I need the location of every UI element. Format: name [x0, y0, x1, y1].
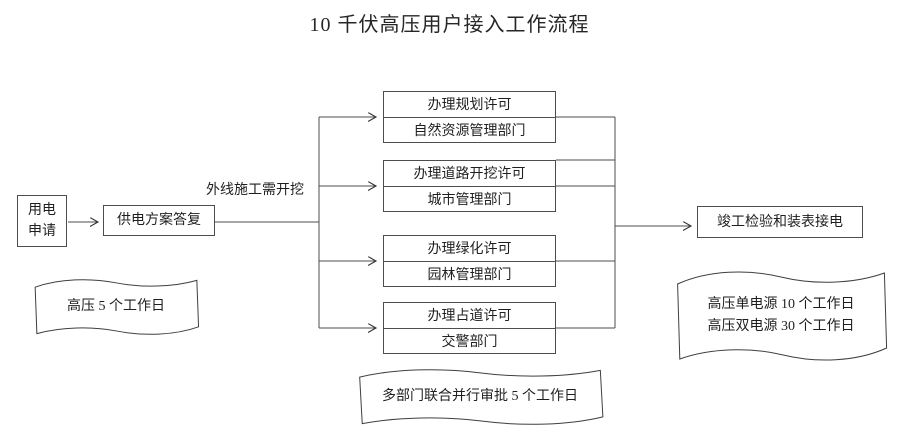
note-middle-line: 多部门联合并行审批 5 个工作日: [382, 389, 578, 404]
node-power-application: 用电 申请: [17, 195, 67, 247]
permit-department: 交警部门: [441, 334, 498, 350]
page-title: 10 千伏高压用户接入工作流程: [309, 14, 590, 36]
node-power-application-line1: 用电: [28, 203, 56, 218]
note-middle-text: 多部门联合并行审批 5 个工作日: [352, 366, 608, 428]
permit-department: 城市管理部门: [427, 192, 512, 208]
node-permit-road-occupation: 办理占道许可 交警部门: [383, 302, 556, 354]
permit-title: 办理绿化许可: [384, 236, 555, 262]
note-left-shape: [35, 280, 198, 335]
note-left-line: 高压 5 个工作日: [67, 299, 165, 314]
branch-condition-label: 外线施工需开挖: [206, 183, 304, 198]
node-final-acceptance: 竣工检验和装表接电: [697, 206, 863, 238]
permit-title: 办理占道许可: [384, 303, 555, 329]
note-left-text: 高压 5 个工作日: [30, 276, 202, 338]
note-right-line1: 高压单电源 10 个工作日: [707, 297, 855, 312]
node-permit-road-excavation: 办理道路开挖许可 城市管理部门: [383, 160, 556, 212]
note-right-shape: [678, 272, 887, 360]
note-right-text: 高压单电源 10 个工作日 高压双电源 30 个工作日: [671, 266, 891, 366]
node-permit-planning: 办理规划许可 自然资源管理部门: [383, 91, 556, 143]
note-middle-shape: [360, 370, 603, 425]
permit-title: 办理规划许可: [384, 92, 555, 118]
permit-department: 园林管理部门: [427, 267, 512, 283]
node-supply-plan-reply: 供电方案答复: [103, 205, 215, 236]
node-power-application-line2: 申请: [28, 224, 56, 239]
note-right-line2: 高压双电源 30 个工作日: [707, 319, 855, 334]
permit-department: 自然资源管理部门: [413, 123, 526, 139]
node-permit-greening: 办理绿化许可 园林管理部门: [383, 235, 556, 287]
permit-title: 办理道路开挖许可: [384, 161, 555, 187]
